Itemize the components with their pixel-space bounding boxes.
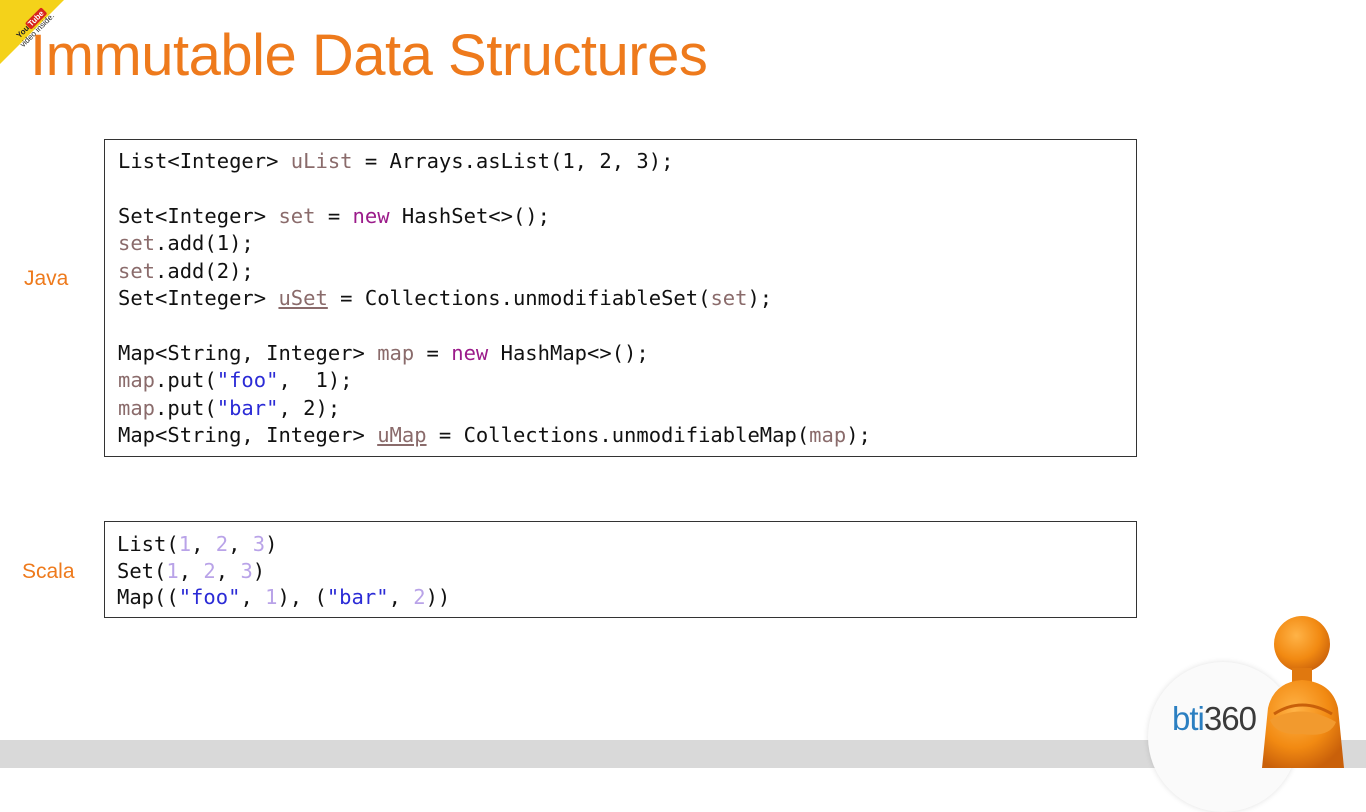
code-token: HashSet<>();	[389, 203, 550, 228]
code-token: ))	[425, 585, 451, 609]
scala-label: Scala	[22, 560, 75, 583]
code-token: ), (	[277, 585, 327, 609]
code-token: set	[278, 203, 316, 228]
java-code-line: set.add(1);	[118, 230, 871, 257]
code-token: List(	[117, 532, 179, 556]
scala-code-box: List(1, 2, 3)Set(1, 2, 3)Map(("foo", 1),…	[104, 521, 1137, 618]
code-token: , 1);	[278, 368, 353, 393]
code-token: 1	[166, 558, 179, 583]
code-token: ,	[240, 585, 266, 609]
java-code-line	[118, 312, 871, 339]
java-code-line: Set<Integer> uSet = Collections.unmodifi…	[118, 285, 871, 312]
code-token: 1	[265, 585, 278, 609]
code-token: "foo"	[178, 585, 241, 609]
code-token: ,	[388, 585, 414, 609]
code-token: map	[809, 422, 847, 447]
code-token: =	[414, 340, 452, 365]
java-code-line: set.add(2);	[118, 258, 871, 285]
code-token: Set<Integer>	[118, 203, 279, 228]
java-code-box: List<Integer> uList = Arrays.asList(1, 2…	[104, 139, 1137, 457]
java-code-line: Map<String, Integer> map = new HashMap<>…	[118, 340, 871, 367]
code-token: =	[315, 203, 353, 228]
code-token: ,	[228, 532, 253, 556]
scala-code-line: Set(1, 2, 3)	[117, 558, 450, 585]
slide-title: Immutable Data Structures	[30, 23, 708, 88]
code-token: new	[451, 340, 489, 365]
code-token: = Arrays.asList(1, 2, 3);	[352, 149, 674, 173]
code-token: );	[846, 422, 871, 447]
code-token: = Collections.unmodifiableSet(	[327, 285, 711, 310]
scala-code-line: List(1, 2, 3)	[117, 531, 450, 558]
code-token: .put(	[155, 395, 217, 420]
code-token: 3	[252, 532, 266, 556]
code-token: Map((	[117, 585, 179, 609]
bti360-logo: bti360	[1172, 700, 1257, 738]
java-code-line: map.put("foo", 1);	[118, 367, 871, 394]
code-token: ,	[215, 558, 241, 583]
scala-code-line: Map(("foo", 1), ("bar", 2))	[117, 584, 450, 611]
code-token: 2	[215, 532, 229, 556]
code-token: Set<Integer>	[118, 285, 279, 310]
code-token: .add(2);	[155, 258, 254, 283]
code-token: new	[352, 203, 390, 228]
code-token: uMap	[377, 422, 427, 447]
java-label: Java	[24, 267, 69, 290]
code-token: )	[252, 558, 266, 583]
code-token: , 2);	[278, 395, 341, 420]
code-token: "bar"	[216, 395, 279, 420]
code-token: uSet	[278, 285, 328, 310]
mascot-figure-icon	[1262, 616, 1344, 768]
code-token: "bar"	[326, 585, 389, 609]
java-code-line: Set<Integer> set = new HashSet<>();	[118, 203, 871, 230]
code-token: 2	[413, 585, 426, 609]
logo-bti: bti	[1172, 700, 1205, 737]
code-token: set	[710, 285, 748, 310]
code-token: .add(1);	[155, 231, 254, 256]
code-token: map	[118, 395, 156, 420]
java-code-line: Map<String, Integer> uMap = Collections.…	[118, 422, 871, 449]
footer-bar	[0, 740, 1366, 768]
code-token: "foo"	[216, 368, 279, 393]
code-token: ,	[191, 532, 216, 556]
code-token: .put(	[155, 368, 217, 393]
java-code-line: List<Integer> uList = Arrays.asList(1, 2…	[118, 148, 871, 175]
java-code-line: map.put("bar", 2);	[118, 395, 871, 422]
code-token: 1	[178, 532, 192, 556]
code-token: 2	[203, 558, 216, 583]
code-token: map	[118, 368, 156, 393]
code-token: Map<String, Integer>	[118, 340, 378, 365]
code-token: set	[118, 231, 156, 256]
code-token: Set(	[117, 558, 167, 583]
code-token: List<Integer>	[118, 149, 291, 173]
code-token: Map<String, Integer>	[118, 422, 378, 447]
logo-360: 360	[1203, 700, 1257, 737]
code-token: = Collections.unmodifiableMap(	[426, 422, 810, 447]
java-code: List<Integer> uList = Arrays.asList(1, 2…	[118, 148, 871, 449]
code-token: );	[747, 285, 773, 310]
java-code-line	[118, 175, 871, 202]
code-token: )	[265, 532, 278, 556]
youtube-badge: YouTube video inside.	[0, 0, 90, 90]
scala-code: List(1, 2, 3)Set(1, 2, 3)Map(("foo", 1),…	[117, 531, 450, 611]
code-token: 3	[240, 558, 253, 583]
code-token: map	[377, 340, 415, 365]
code-token: set	[118, 258, 156, 283]
code-token: uList	[290, 149, 353, 173]
code-token: ,	[178, 558, 204, 583]
code-token: HashMap<>();	[488, 340, 649, 365]
